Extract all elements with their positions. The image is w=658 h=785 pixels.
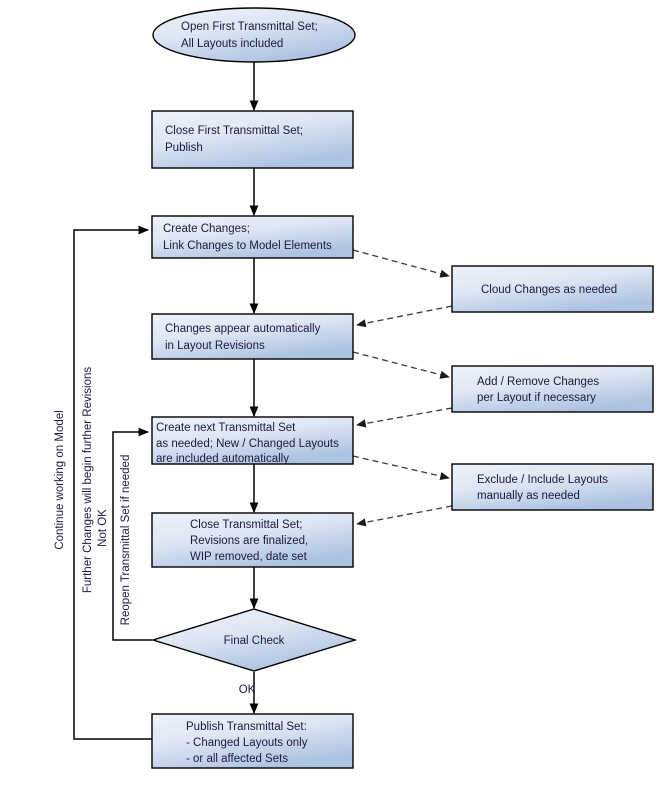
edge-publish-back-to-create-changes	[73, 225, 152, 740]
add-remove-changes-line-1: Add / Remove Changes	[477, 376, 599, 388]
edge-group-feedback	[73, 225, 152, 740]
edge-create-next-to-exclude-note	[352, 455, 450, 481]
edge-add-remove-note-to-create-next	[356, 407, 453, 428]
node-start-open-first-transmittal-set[interactable]: Open First Transmittal Set; All Layouts …	[152, 7, 356, 63]
process-changes-appear-rect[interactable]	[151, 313, 354, 360]
process-close-transmittal-set-rect[interactable]	[151, 512, 354, 568]
create-next-set-line-1: Create next Transmittal Set	[156, 422, 296, 434]
publish-set-line-2: - Changed Layouts only	[186, 737, 308, 749]
create-next-set-line-2: as needed; New / Changed Layouts	[156, 438, 339, 450]
edge-label-ok: OK	[239, 684, 256, 696]
edge-final-check-notok-to-create-next	[112, 427, 152, 641]
changes-appear-line-1: Changes appear automatically	[165, 323, 321, 335]
node-close-first-transmittal-set[interactable]: Close First Transmittal Set; Publish	[151, 110, 354, 169]
exclude-include-line-1: Exclude / Include Layouts	[477, 474, 608, 486]
edge-cloud-note-to-changes-appear	[356, 305, 453, 328]
changes-appear-line-2: in Layout Revisions	[165, 340, 265, 352]
final-check-label: Final Check	[224, 635, 285, 647]
edge-label-reopen-set: Reopen Transmittal Set if needed	[120, 455, 132, 626]
create-changes-line-2: Link Changes to Model Elements	[163, 240, 332, 252]
note-add-remove-changes-rect[interactable]	[451, 365, 654, 413]
process-create-next-set-rect[interactable]	[151, 416, 354, 465]
close-first-set-line-1: Close First Transmittal Set;	[165, 125, 303, 137]
decision-final-check-diamond[interactable]	[150, 608, 358, 672]
create-changes-line-1: Create Changes;	[163, 223, 250, 235]
close-transmittal-set-line-2: Revisions are finalized,	[190, 535, 308, 547]
process-publish-transmittal-set-rect[interactable]	[151, 713, 354, 769]
close-transmittal-set-line-3: WIP removed, date set	[190, 551, 308, 563]
process-close-first-set-rect[interactable]	[151, 110, 354, 169]
close-first-set-line-2: Publish	[165, 142, 203, 154]
edge-label-continue-working: Continue working on Model	[54, 410, 66, 549]
node-add-remove-changes-note[interactable]: Add / Remove Changes per Layout if neces…	[451, 365, 654, 413]
node-create-next-set[interactable]: Create next Transmittal Set as needed; N…	[151, 416, 354, 465]
edge-group-notes	[352, 249, 453, 527]
exclude-include-line-2: manually as needed	[477, 490, 580, 502]
close-transmittal-set-line-1: Close Transmittal Set;	[190, 519, 302, 531]
start-node-ellipse[interactable]	[152, 7, 356, 63]
add-remove-changes-line-2: per Layout if necessary	[477, 392, 596, 404]
node-changes-appear[interactable]: Changes appear automatically in Layout R…	[151, 313, 354, 360]
process-create-changes-rect[interactable]	[151, 215, 354, 259]
edge-changes-appear-to-add-remove-note	[352, 351, 450, 379]
node-exclude-include-layouts-note[interactable]: Exclude / Include Layouts manually as ne…	[451, 463, 654, 511]
publish-set-line-1: Publish Transmittal Set:	[186, 721, 307, 733]
node-close-transmittal-set[interactable]: Close Transmittal Set; Revisions are fin…	[151, 512, 354, 568]
publish-set-line-3: - or all affected Sets	[186, 753, 288, 765]
node-cloud-changes-note[interactable]: Cloud Changes as needed	[451, 265, 654, 313]
node-final-check[interactable]: Final Check	[150, 608, 358, 672]
note-cloud-changes-rect[interactable]	[451, 265, 654, 313]
node-publish-transmittal-set[interactable]: Publish Transmittal Set: - Changed Layou…	[151, 713, 354, 769]
start-node-line-2: All Layouts included	[181, 38, 283, 50]
edge-exclude-note-to-close-set	[356, 505, 453, 527]
edge-label-further-changes: Further Changes will begin further Revis…	[82, 367, 94, 594]
cloud-changes-line-1: Cloud Changes as needed	[481, 284, 617, 296]
edge-create-changes-to-cloud-note	[352, 249, 450, 278]
edge-label-not-ok: Not OK	[97, 509, 109, 547]
note-exclude-include-layouts-rect[interactable]	[451, 463, 654, 511]
create-next-set-line-3: are included automatically	[156, 453, 289, 465]
node-create-changes[interactable]: Create Changes; Link Changes to Model El…	[151, 215, 354, 259]
start-node-line-1: Open First Transmittal Set;	[181, 21, 318, 33]
